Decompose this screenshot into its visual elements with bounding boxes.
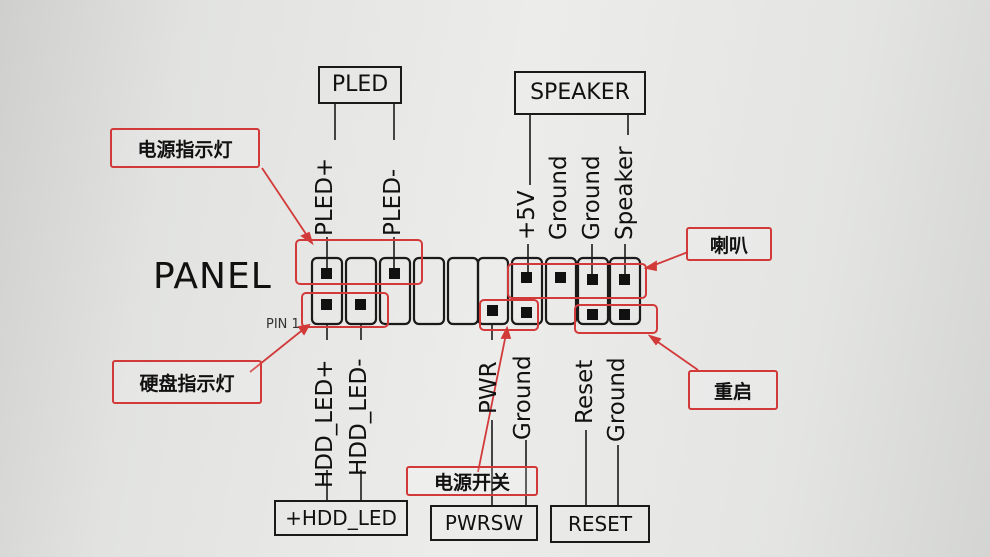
hdd-highlight: [301, 292, 389, 328]
pwrsw-footer-box: PWRSW: [430, 505, 538, 541]
top-pin-label-pled-plus: PLED+: [312, 157, 338, 236]
pin-square: [521, 272, 532, 283]
pin-slot: [344, 256, 378, 326]
bottom-pin-label-hdd-led-plus: HDD_LED+: [312, 359, 338, 488]
top-pin-label-5v: +5V: [514, 190, 540, 240]
speaker-annotation: 喇叭: [686, 227, 772, 261]
pled-header-label: PLED: [331, 72, 389, 97]
pin-square: [355, 299, 366, 310]
reset-annotation: 重启: [688, 370, 778, 410]
reset-footer-label: RESET: [567, 512, 633, 536]
pin-square: [587, 274, 598, 285]
pwrsw-footer-label: PWRSW: [444, 511, 524, 535]
hdd-led-annotation-text: 硬盘指示灯: [139, 372, 235, 395]
reset-annotation-text: 重启: [713, 380, 752, 403]
power-switch-annotation: 电源开关: [406, 466, 538, 496]
hdd-led-annotation: 硬盘指示灯: [112, 360, 262, 404]
bottom-pin-label-hdd-led-minus: HDD_LED-: [346, 358, 372, 476]
pin-slot: [544, 256, 578, 326]
bottom-pin-label-reset: Reset: [572, 359, 598, 424]
pin-slot: [576, 256, 610, 326]
pin1-label: PIN 1: [266, 317, 300, 332]
pin-square: [389, 268, 400, 279]
top-pin-label-speaker: Speaker: [612, 146, 638, 240]
pin-slot: [446, 256, 480, 326]
pin-square: [587, 309, 598, 320]
top-pin-label-pled-minus: PLED-: [380, 168, 406, 236]
pin-square: [555, 272, 566, 283]
speaker-annotation-text: 喇叭: [709, 234, 748, 257]
pin-slot: [412, 256, 446, 326]
pin-square: [619, 274, 630, 285]
pin-square: [321, 299, 332, 310]
pwr-highlight: [479, 299, 539, 331]
pin-square: [321, 268, 332, 279]
pled-header-box: PLED: [318, 66, 402, 104]
speaker-header-box: SPEAKER: [514, 71, 646, 115]
power-led-annotation: 电源指示灯: [110, 128, 260, 168]
pled-highlight: [295, 239, 423, 285]
speaker-highlight: [507, 263, 647, 299]
bottom-pin-label-ground-reset: Ground: [604, 357, 630, 442]
reset-footer-box: RESET: [550, 505, 650, 543]
pin-square: [487, 305, 498, 316]
bottom-pin-label-pwr: PWR: [476, 361, 502, 414]
reset-highlight: [574, 304, 658, 334]
power-switch-annotation-text: 电源开关: [433, 471, 510, 494]
speaker-header-label: SPEAKER: [530, 80, 630, 105]
hdd-led-footer-box: +HDD_LED: [274, 500, 408, 536]
top-pin-label-ground-2: Ground: [579, 155, 605, 240]
pin-slot: [510, 256, 544, 326]
pin-slot: [378, 256, 412, 326]
hdd-led-footer-label: +HDD_LED: [285, 506, 397, 530]
top-pin-label-ground-1: Ground: [546, 155, 572, 240]
bottom-pin-label-ground-pwr: Ground: [510, 355, 536, 440]
pin-square: [619, 309, 630, 320]
pin-square: [521, 307, 532, 318]
power-led-annotation-text: 电源指示灯: [137, 138, 233, 161]
panel-label: PANEL: [153, 256, 272, 297]
